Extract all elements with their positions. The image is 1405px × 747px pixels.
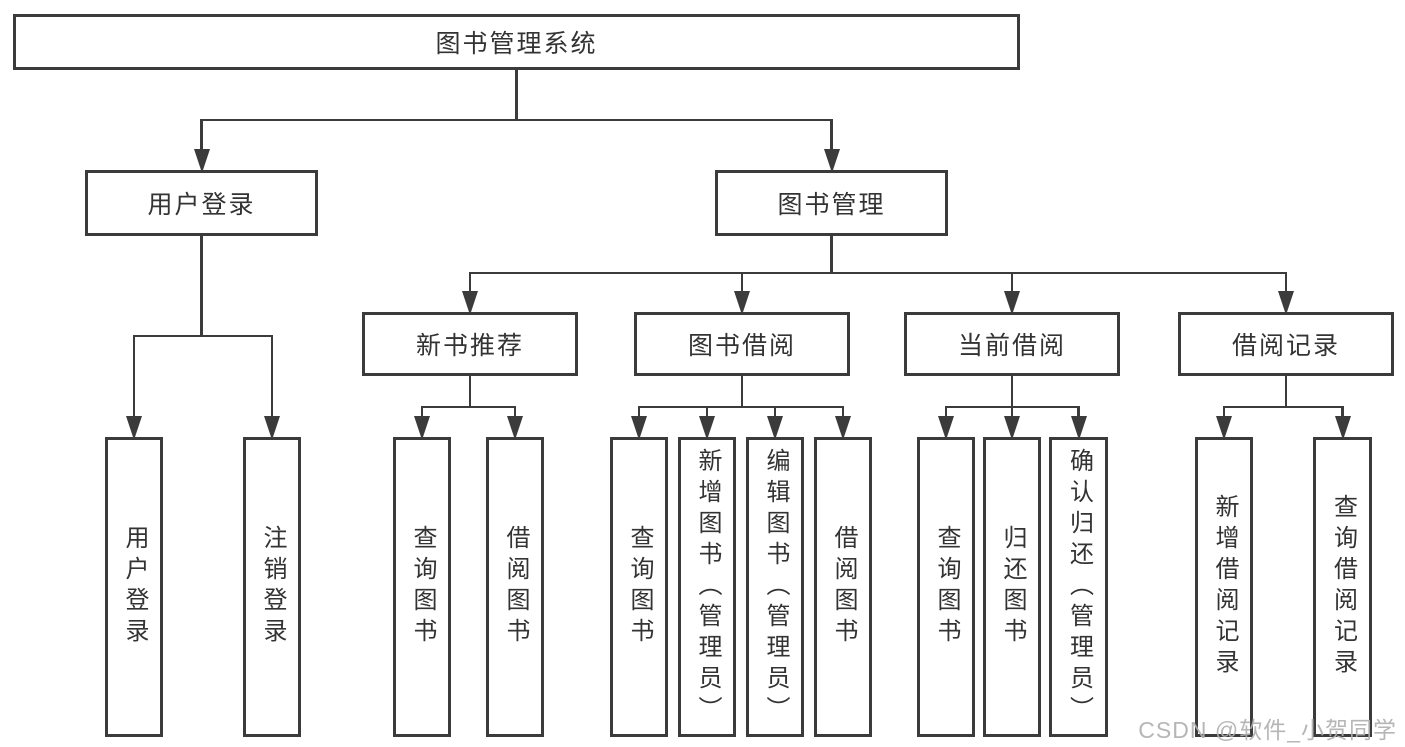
connector-bus-book-borrow	[637, 405, 845, 409]
connector-drop-current-borrow	[1010, 273, 1014, 296]
arrow-down-icon-cb-confirm-return	[1070, 416, 1087, 440]
arrow-down-icon-rec-query-book	[414, 416, 430, 440]
connector-drop-br-add-record	[1222, 407, 1226, 421]
node-label-book-mgmt: 图书管理	[777, 191, 886, 219]
connector-bus-book-mgmt	[468, 271, 1288, 275]
connector-drop-bb-query-book	[637, 407, 641, 421]
connector-drop-login	[132, 336, 136, 421]
node-current-borrow: 当前借阅	[904, 312, 1120, 376]
connector-bus-root	[200, 118, 833, 122]
node-cb-return-book: 归还图书	[983, 437, 1041, 737]
arrow-down-icon-logout	[264, 416, 280, 440]
node-label-bb-borrow-book: 借阅图书	[830, 525, 857, 649]
arrow-down-icon-current-borrow	[1004, 291, 1020, 315]
arrow-down-icon-user-login	[193, 149, 210, 173]
node-label-cb-confirm-return: 确认归还（管理员）	[1065, 447, 1093, 727]
connector-drop-br-query-record	[1341, 407, 1344, 421]
node-login: 用户登录	[105, 437, 163, 737]
node-label-login: 用户登录	[121, 525, 148, 649]
node-bb-borrow-book: 借阅图书	[814, 437, 872, 737]
node-label-user-login: 用户登录	[147, 191, 256, 219]
connector-drop-bb-edit-book	[773, 407, 777, 421]
connector-drop-book-borrow	[740, 273, 744, 296]
node-book-borrow: 图书借阅	[634, 312, 850, 376]
node-label-br-add-record: 新增借阅记录	[1211, 494, 1238, 680]
connector-stem-current-borrow	[1010, 376, 1014, 407]
connector-drop-user-login	[200, 120, 203, 154]
node-logout: 注销登录	[243, 437, 301, 737]
arrow-down-icon-bb-borrow-book	[835, 416, 851, 440]
arrow-down-icon-br-add-record	[1216, 416, 1232, 440]
connector-drop-book-mgmt	[830, 120, 833, 154]
arrow-down-icon-rec-borrow-book	[507, 416, 523, 440]
node-label-bb-add-book: 新增图书（管理员）	[694, 447, 721, 727]
arrow-down-icon-bb-add-book	[699, 416, 715, 440]
csdn-watermark: CSDN @软件_小贺同学	[1138, 717, 1397, 743]
arrow-down-icon-cb-query-book	[938, 416, 954, 440]
node-bb-edit-book: 编辑图书（管理员）	[746, 437, 804, 737]
connector-drop-borrow-records	[1284, 273, 1288, 296]
connector-drop-rec-query-book	[420, 407, 424, 421]
connector-drop-cb-query-book	[944, 407, 948, 421]
node-rec-query-book: 查询图书	[393, 437, 451, 737]
node-book-mgmt: 图书管理	[715, 170, 948, 236]
node-br-query-record: 查询借阅记录	[1313, 437, 1372, 737]
connector-drop-rec-borrow-book	[513, 407, 517, 421]
node-label-new-book-rec: 新书推荐	[415, 332, 524, 360]
node-label-book-borrow: 图书借阅	[687, 332, 796, 360]
node-label-bb-query-book: 查询图书	[626, 525, 653, 649]
node-cb-confirm-return: 确认归还（管理员）	[1049, 437, 1108, 737]
node-label-cb-return-book: 归还图书	[999, 525, 1026, 649]
connector-stem-root	[515, 70, 518, 120]
connector-drop-bb-add-book	[705, 407, 709, 421]
arrow-down-icon-new-book-rec	[462, 291, 478, 315]
connector-bus-user-login	[132, 334, 274, 338]
connector-drop-cb-return-book	[1010, 407, 1014, 421]
node-label-root: 图书管理系统	[435, 30, 598, 58]
connector-stem-new-book-rec	[468, 376, 472, 407]
node-br-add-record: 新增借阅记录	[1195, 437, 1253, 737]
connector-drop-new-book-rec	[468, 273, 472, 296]
node-new-book-rec: 新书推荐	[362, 312, 578, 376]
node-label-br-query-record: 查询借阅记录	[1329, 494, 1357, 680]
connector-stem-borrow-records	[1284, 376, 1288, 407]
node-rec-borrow-book: 借阅图书	[486, 437, 544, 737]
connector-bus-new-book-rec	[420, 405, 517, 409]
node-user-login: 用户登录	[85, 170, 318, 236]
connector-drop-bb-borrow-book	[841, 407, 845, 421]
arrow-down-icon-br-query-record	[1334, 416, 1351, 440]
arrow-down-icon-cb-return-book	[1004, 416, 1020, 440]
node-root: 图书管理系统	[13, 14, 1020, 70]
connector-drop-logout	[270, 336, 274, 421]
node-bb-add-book: 新增图书（管理员）	[678, 437, 736, 737]
node-cb-query-book: 查询图书	[917, 437, 975, 737]
arrow-down-icon-login	[126, 416, 142, 440]
node-label-cb-query-book: 查询图书	[933, 525, 960, 649]
node-borrow-records: 借阅记录	[1178, 312, 1394, 376]
connector-stem-book-mgmt	[830, 236, 833, 273]
arrow-down-icon-bb-edit-book	[767, 416, 783, 440]
connector-bus-borrow-records	[1222, 405, 1344, 409]
node-label-borrow-records: 借阅记录	[1231, 332, 1340, 360]
connector-drop-cb-confirm-return	[1077, 407, 1080, 421]
node-label-logout: 注销登录	[259, 525, 286, 649]
node-label-rec-query-book: 查询图书	[409, 525, 436, 649]
node-bb-query-book: 查询图书	[610, 437, 668, 737]
arrow-down-icon-book-mgmt	[823, 149, 840, 173]
node-label-bb-edit-book: 编辑图书（管理员）	[762, 447, 789, 727]
arrow-down-icon-book-borrow	[734, 291, 750, 315]
node-label-rec-borrow-book: 借阅图书	[502, 525, 529, 649]
arrow-down-icon-bb-query-book	[631, 416, 647, 440]
arrow-down-icon-borrow-records	[1278, 291, 1294, 315]
connector-stem-user-login	[200, 236, 203, 336]
node-label-current-borrow: 当前借阅	[957, 332, 1066, 360]
connector-stem-book-borrow	[740, 376, 744, 407]
